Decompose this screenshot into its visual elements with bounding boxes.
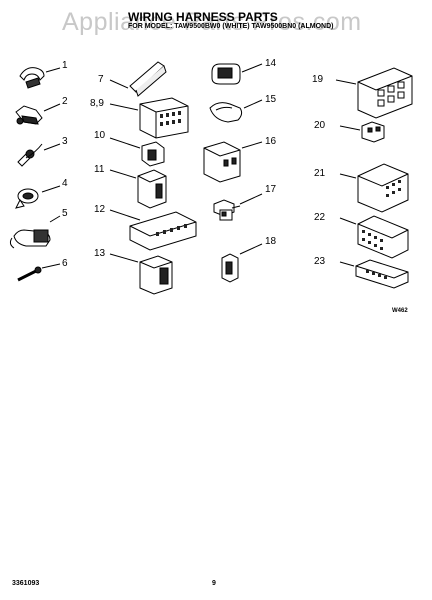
part-17-switch-connector	[213, 199, 241, 221]
part-6-screw	[17, 266, 42, 282]
callout-14: 14	[265, 58, 277, 69]
callout-2: 2	[62, 96, 68, 107]
part-18-connector	[221, 253, 239, 283]
callout-15: 15	[265, 94, 277, 105]
part-5-harness-clip	[9, 229, 51, 249]
part-13-connector	[139, 255, 173, 295]
callout-18: 18	[265, 236, 277, 247]
part-8-9-connector-housing	[139, 97, 189, 139]
callout-10: 10	[94, 130, 106, 141]
part-22-multi-row-housing	[357, 215, 409, 259]
callout-21: 21	[314, 168, 326, 179]
callout-19: 19	[312, 74, 324, 85]
callout-8-9: 8,9	[90, 98, 104, 109]
callout-16: 16	[265, 136, 277, 147]
callout-22: 22	[314, 212, 326, 223]
callout-12: 12	[94, 204, 106, 215]
callout-23: 23	[314, 256, 326, 267]
part-11-connector	[137, 169, 167, 209]
part-20-small-housing	[361, 121, 385, 143]
watermark: Appliance Parts Pros.com	[62, 8, 362, 36]
part-1-clip	[19, 67, 45, 89]
part-7-terminal-strip	[129, 61, 167, 97]
part-12-long-terminal-block	[129, 211, 197, 251]
part-19-multi-pin-housing	[357, 67, 413, 119]
part-23-flat-connector	[355, 259, 409, 289]
part-4-ring-clip	[15, 188, 39, 209]
footer-page-number: 9	[212, 580, 216, 587]
callout-5: 5	[62, 208, 68, 219]
part-2-clamp	[15, 105, 43, 125]
callout-1: 1	[62, 60, 68, 71]
page-title: WIRING HARNESS PARTS	[128, 10, 278, 24]
diagram-code: W462	[392, 308, 408, 314]
part-16-connector	[203, 141, 241, 183]
model-line: FOR MODEL: TAW9500BW0 (WHITE) TAW9500BN0…	[128, 23, 334, 30]
part-3-wire-tie	[17, 143, 43, 167]
callout-11: 11	[94, 164, 105, 175]
callout-7: 7	[98, 74, 104, 85]
callout-3: 3	[62, 136, 68, 147]
part-14-plug	[211, 63, 241, 85]
callout-13: 13	[94, 248, 106, 259]
callout-6: 6	[62, 258, 68, 269]
part-15-clip	[209, 102, 243, 123]
part-21-block-connector	[357, 163, 409, 213]
callout-17: 17	[265, 184, 277, 195]
part-10-small-connector	[141, 141, 165, 167]
callout-20: 20	[314, 120, 326, 131]
footer-part-number: 3361093	[12, 580, 40, 587]
callout-4: 4	[62, 178, 68, 189]
